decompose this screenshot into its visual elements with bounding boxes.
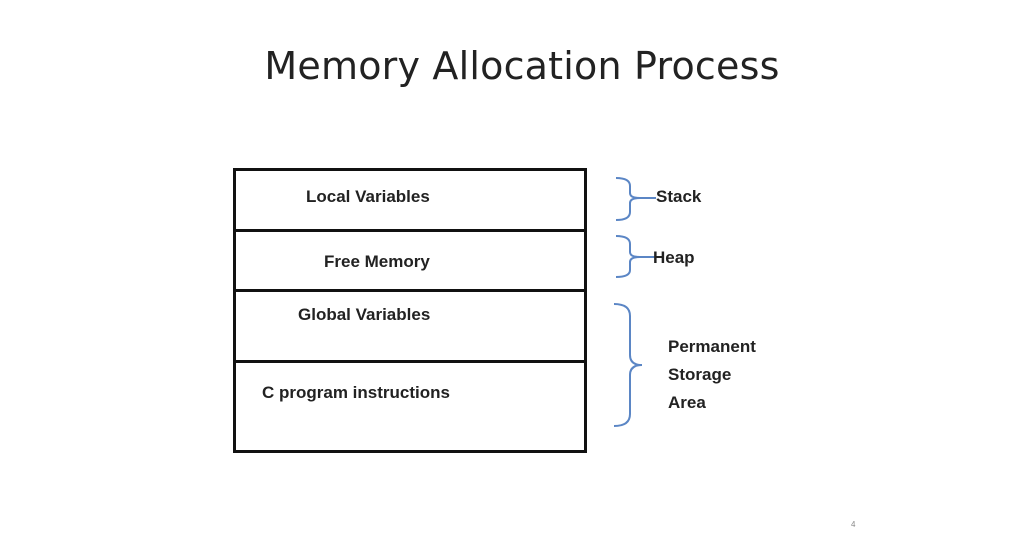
permanent-label-line-3: Area bbox=[668, 393, 706, 412]
permanent-label-line-2: Storage bbox=[668, 365, 732, 384]
free-memory-segment: Free Memory bbox=[236, 229, 584, 289]
heap-label: Heap bbox=[653, 248, 695, 267]
page-number: 4 bbox=[851, 520, 856, 529]
stack-label: Stack bbox=[656, 187, 702, 206]
page-title: Memory Allocation Process bbox=[264, 44, 780, 88]
local-variables-segment: Local Variables bbox=[236, 171, 584, 229]
heap-bracket bbox=[615, 235, 656, 278]
global-variables-label: Global Variables bbox=[298, 305, 431, 324]
program-instructions-label: C program instructions bbox=[262, 383, 450, 402]
local-variables-label: Local Variables bbox=[306, 187, 430, 206]
global-variables-segment: Global Variables bbox=[236, 289, 584, 360]
memory-layout-stack: Local Variables Free Memory Global Varia… bbox=[233, 168, 587, 453]
free-memory-label: Free Memory bbox=[324, 252, 430, 271]
permanent-storage-label: Permanent Storage Area bbox=[668, 333, 756, 417]
permanent-storage-bracket bbox=[613, 303, 643, 427]
permanent-label-line-1: Permanent bbox=[668, 337, 756, 356]
program-instructions-segment: C program instructions bbox=[236, 360, 584, 450]
stack-bracket bbox=[615, 177, 656, 221]
